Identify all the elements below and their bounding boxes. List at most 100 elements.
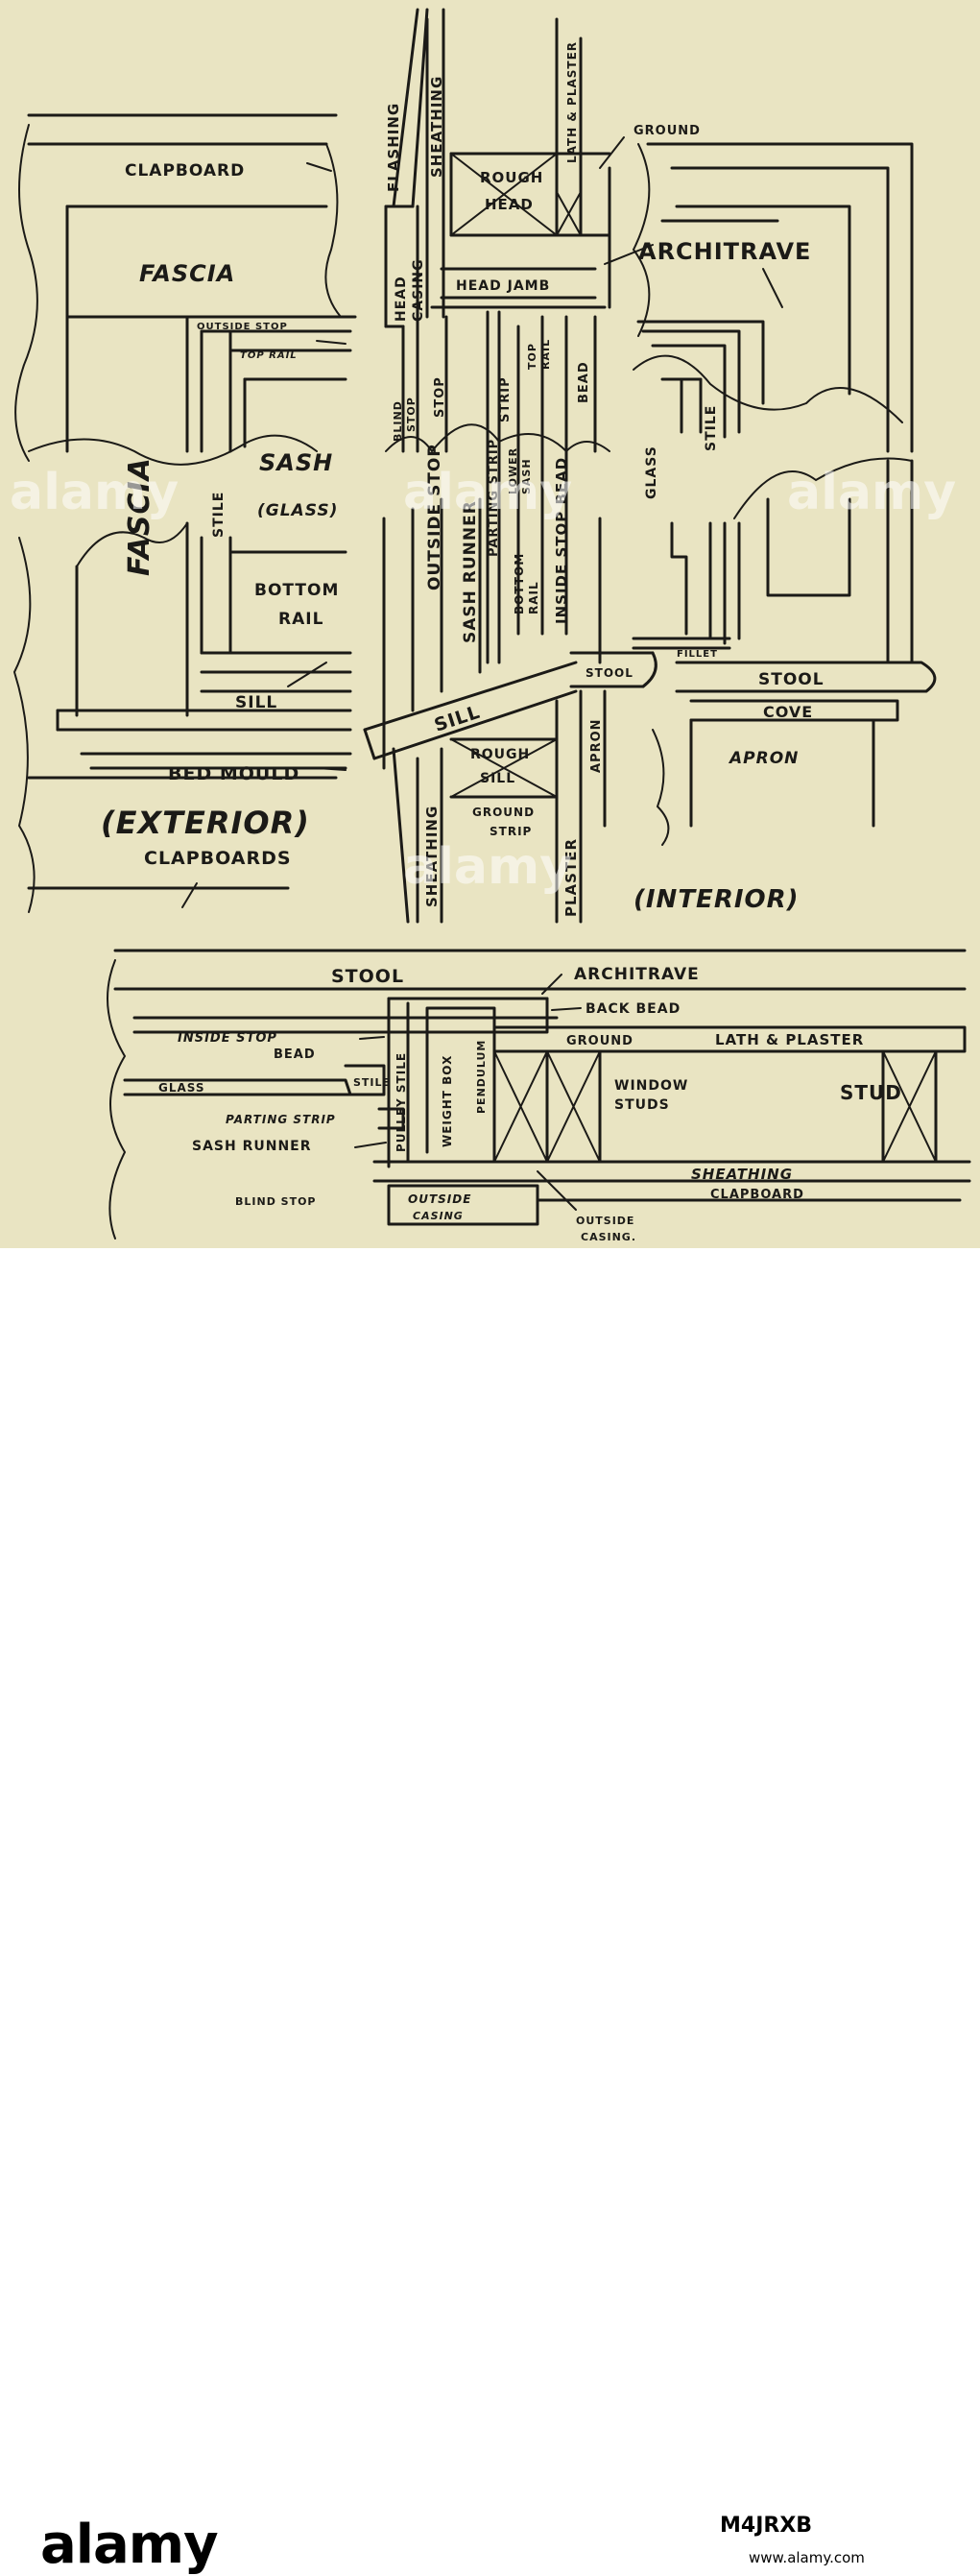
rough-head-label-1: ROUGH bbox=[480, 169, 543, 186]
clapboard-label: CLAPBOARD bbox=[710, 1188, 804, 1202]
exterior-break-line-1 bbox=[28, 434, 318, 466]
cove-board bbox=[689, 699, 899, 722]
outside-casing-side-label-1: OUTSIDE bbox=[576, 1215, 634, 1227]
clapboards-leader bbox=[181, 882, 198, 908]
head-casing-label-2: CASING bbox=[411, 258, 426, 322]
top-rail-label: TOP RAIL bbox=[240, 350, 298, 361]
blind-stop-label: BLIND STOP bbox=[235, 1195, 317, 1208]
window-construction-drawing: CLAPBOARD FASCIA OUTSIDE STOP TOP RAIL F… bbox=[0, 0, 980, 1248]
fillet-label: FILLET bbox=[677, 649, 718, 660]
stool-label: STOOL bbox=[586, 666, 633, 680]
blind-stop-label-1: BLIND bbox=[392, 400, 404, 442]
section-break-line bbox=[385, 423, 610, 453]
sash-runner-label: SASH RUNNER bbox=[192, 1139, 312, 1154]
ground-leader bbox=[599, 136, 625, 169]
flashing-edge-1 bbox=[392, 8, 419, 208]
stud-cross bbox=[882, 1050, 937, 1163]
window-studs-label-1: WINDOW bbox=[614, 1078, 688, 1094]
rough-sill-label-2: SILL bbox=[480, 771, 515, 786]
watermark-text-2: alamy bbox=[403, 464, 572, 521]
exterior-right-break bbox=[324, 143, 342, 318]
blind-stop-label-2: STOP bbox=[405, 397, 418, 432]
pulley-stile-label: PULLEY STILE bbox=[394, 1052, 408, 1152]
head-casing-label-1: HEAD bbox=[394, 276, 409, 322]
clapboards-label: CLAPBOARDS bbox=[144, 848, 292, 869]
sill-leader bbox=[287, 662, 327, 687]
stud-label: STUD bbox=[840, 1081, 902, 1104]
cove-label: COVE bbox=[763, 703, 813, 721]
interior-elevation: GROUND ARCHITRAVE GLASS STILE FILLET STO… bbox=[599, 124, 937, 914]
footer-bar: alamy M4JRXB www.alamy.com bbox=[0, 1248, 980, 2576]
sill-nose bbox=[363, 728, 376, 760]
fascia-label: FASCIA bbox=[139, 260, 235, 287]
rough-head-label-2: HEAD bbox=[485, 196, 534, 213]
sash-runner-label: SASH RUNNER bbox=[461, 500, 480, 643]
ground-strip-label-2: STRIP bbox=[490, 825, 532, 838]
sill-top bbox=[363, 661, 578, 732]
apron-label: APRON bbox=[589, 718, 604, 773]
outside-casing-label-1: OUTSIDE bbox=[408, 1192, 471, 1206]
architrave-inner-1 bbox=[675, 205, 851, 396]
stool-board bbox=[675, 661, 937, 693]
outside-casing-leader bbox=[537, 1170, 577, 1211]
bottom-rail-label-2: RAIL bbox=[527, 581, 540, 614]
interior-caption: (INTERIOR) bbox=[633, 885, 800, 914]
window-studs-label-2: STUDS bbox=[614, 1097, 670, 1113]
plan-left-break bbox=[107, 959, 127, 1240]
window-studs-cross bbox=[493, 1050, 601, 1163]
stool-label: STOOL bbox=[331, 966, 404, 987]
architrave-line bbox=[132, 997, 549, 1034]
stile-label: STILE bbox=[211, 492, 227, 538]
stile-frame-top bbox=[660, 377, 703, 434]
parting-strip-label: STRIP bbox=[498, 376, 513, 422]
architrave-outer-2 bbox=[670, 166, 890, 453]
lath-plaster-band bbox=[492, 1025, 967, 1053]
exterior-break-line-2 bbox=[76, 522, 188, 567]
interior-break-line-2 bbox=[733, 457, 913, 519]
top-rail-label-1: TOP bbox=[526, 343, 538, 370]
lath-plaster-label: LATH & PLASTER bbox=[565, 41, 579, 163]
lath-plaster-label: LATH & PLASTER bbox=[715, 1031, 864, 1048]
inside-stop-bead-label-2: BEAD bbox=[274, 1047, 316, 1062]
ground-label: GROUND bbox=[633, 124, 701, 138]
stile-label: STILE bbox=[704, 405, 719, 451]
bottom-rail-label-2: RAIL bbox=[278, 610, 323, 629]
stool-nose bbox=[641, 651, 657, 688]
sash-label: SASH bbox=[259, 449, 333, 476]
watermark-text-1: alamy bbox=[10, 464, 179, 521]
bed-mould-leader bbox=[316, 767, 347, 771]
weight-box-label: WEIGHT BOX bbox=[441, 1055, 454, 1147]
rough-sill-label-1: ROUGH bbox=[470, 747, 530, 762]
architrave-inner-4 bbox=[651, 344, 727, 439]
bottom-rail-label-1: BOTTOM bbox=[254, 581, 339, 600]
outside-casing-label-2: CASING bbox=[413, 1210, 464, 1222]
sill-label: SILL bbox=[235, 693, 277, 712]
outside-casing-side-label-2: CASING. bbox=[581, 1231, 636, 1243]
watermark: alamy alamy alamy alamy bbox=[10, 464, 956, 896]
architrave-outer-1 bbox=[646, 142, 914, 453]
image-id: M4JRXB bbox=[720, 2514, 813, 2538]
interior-left-break-lower bbox=[652, 729, 670, 846]
glass-pane bbox=[123, 1078, 352, 1096]
head-jamb-label: HEAD JAMB bbox=[456, 278, 550, 294]
lower-sash-label-1: LOWER bbox=[507, 447, 519, 494]
flashing-edge-2 bbox=[411, 8, 429, 208]
bead-label: BEAD bbox=[577, 361, 591, 403]
drawing-svg: CLAPBOARD FASCIA OUTSIDE STOP TOP RAIL F… bbox=[10, 8, 971, 1243]
exterior-elevation: CLAPBOARD FASCIA OUTSIDE STOP TOP RAIL F… bbox=[12, 113, 357, 913]
exterior-left-break-lower bbox=[12, 537, 36, 913]
sill-bottom bbox=[372, 689, 578, 760]
architrave-label: ARCHITRAVE bbox=[574, 965, 700, 984]
glass-label: (GLASS) bbox=[257, 501, 338, 520]
clapboard-lower-edge bbox=[392, 747, 410, 924]
watermark-text-3: alamy bbox=[787, 464, 956, 521]
rough-sill-cross bbox=[450, 738, 558, 798]
back-bead-label: BACK BEAD bbox=[586, 1001, 681, 1017]
apron-label: APRON bbox=[728, 749, 799, 768]
lath-cross bbox=[556, 191, 582, 236]
plan-section: STOOL ARCHITRAVE BACK BEAD INSIDE STOP B… bbox=[107, 949, 971, 1243]
bed-mould-label: BED MOULD bbox=[168, 763, 299, 784]
interior-break-line-1 bbox=[633, 354, 903, 423]
stile-label: STILE bbox=[353, 1076, 391, 1089]
